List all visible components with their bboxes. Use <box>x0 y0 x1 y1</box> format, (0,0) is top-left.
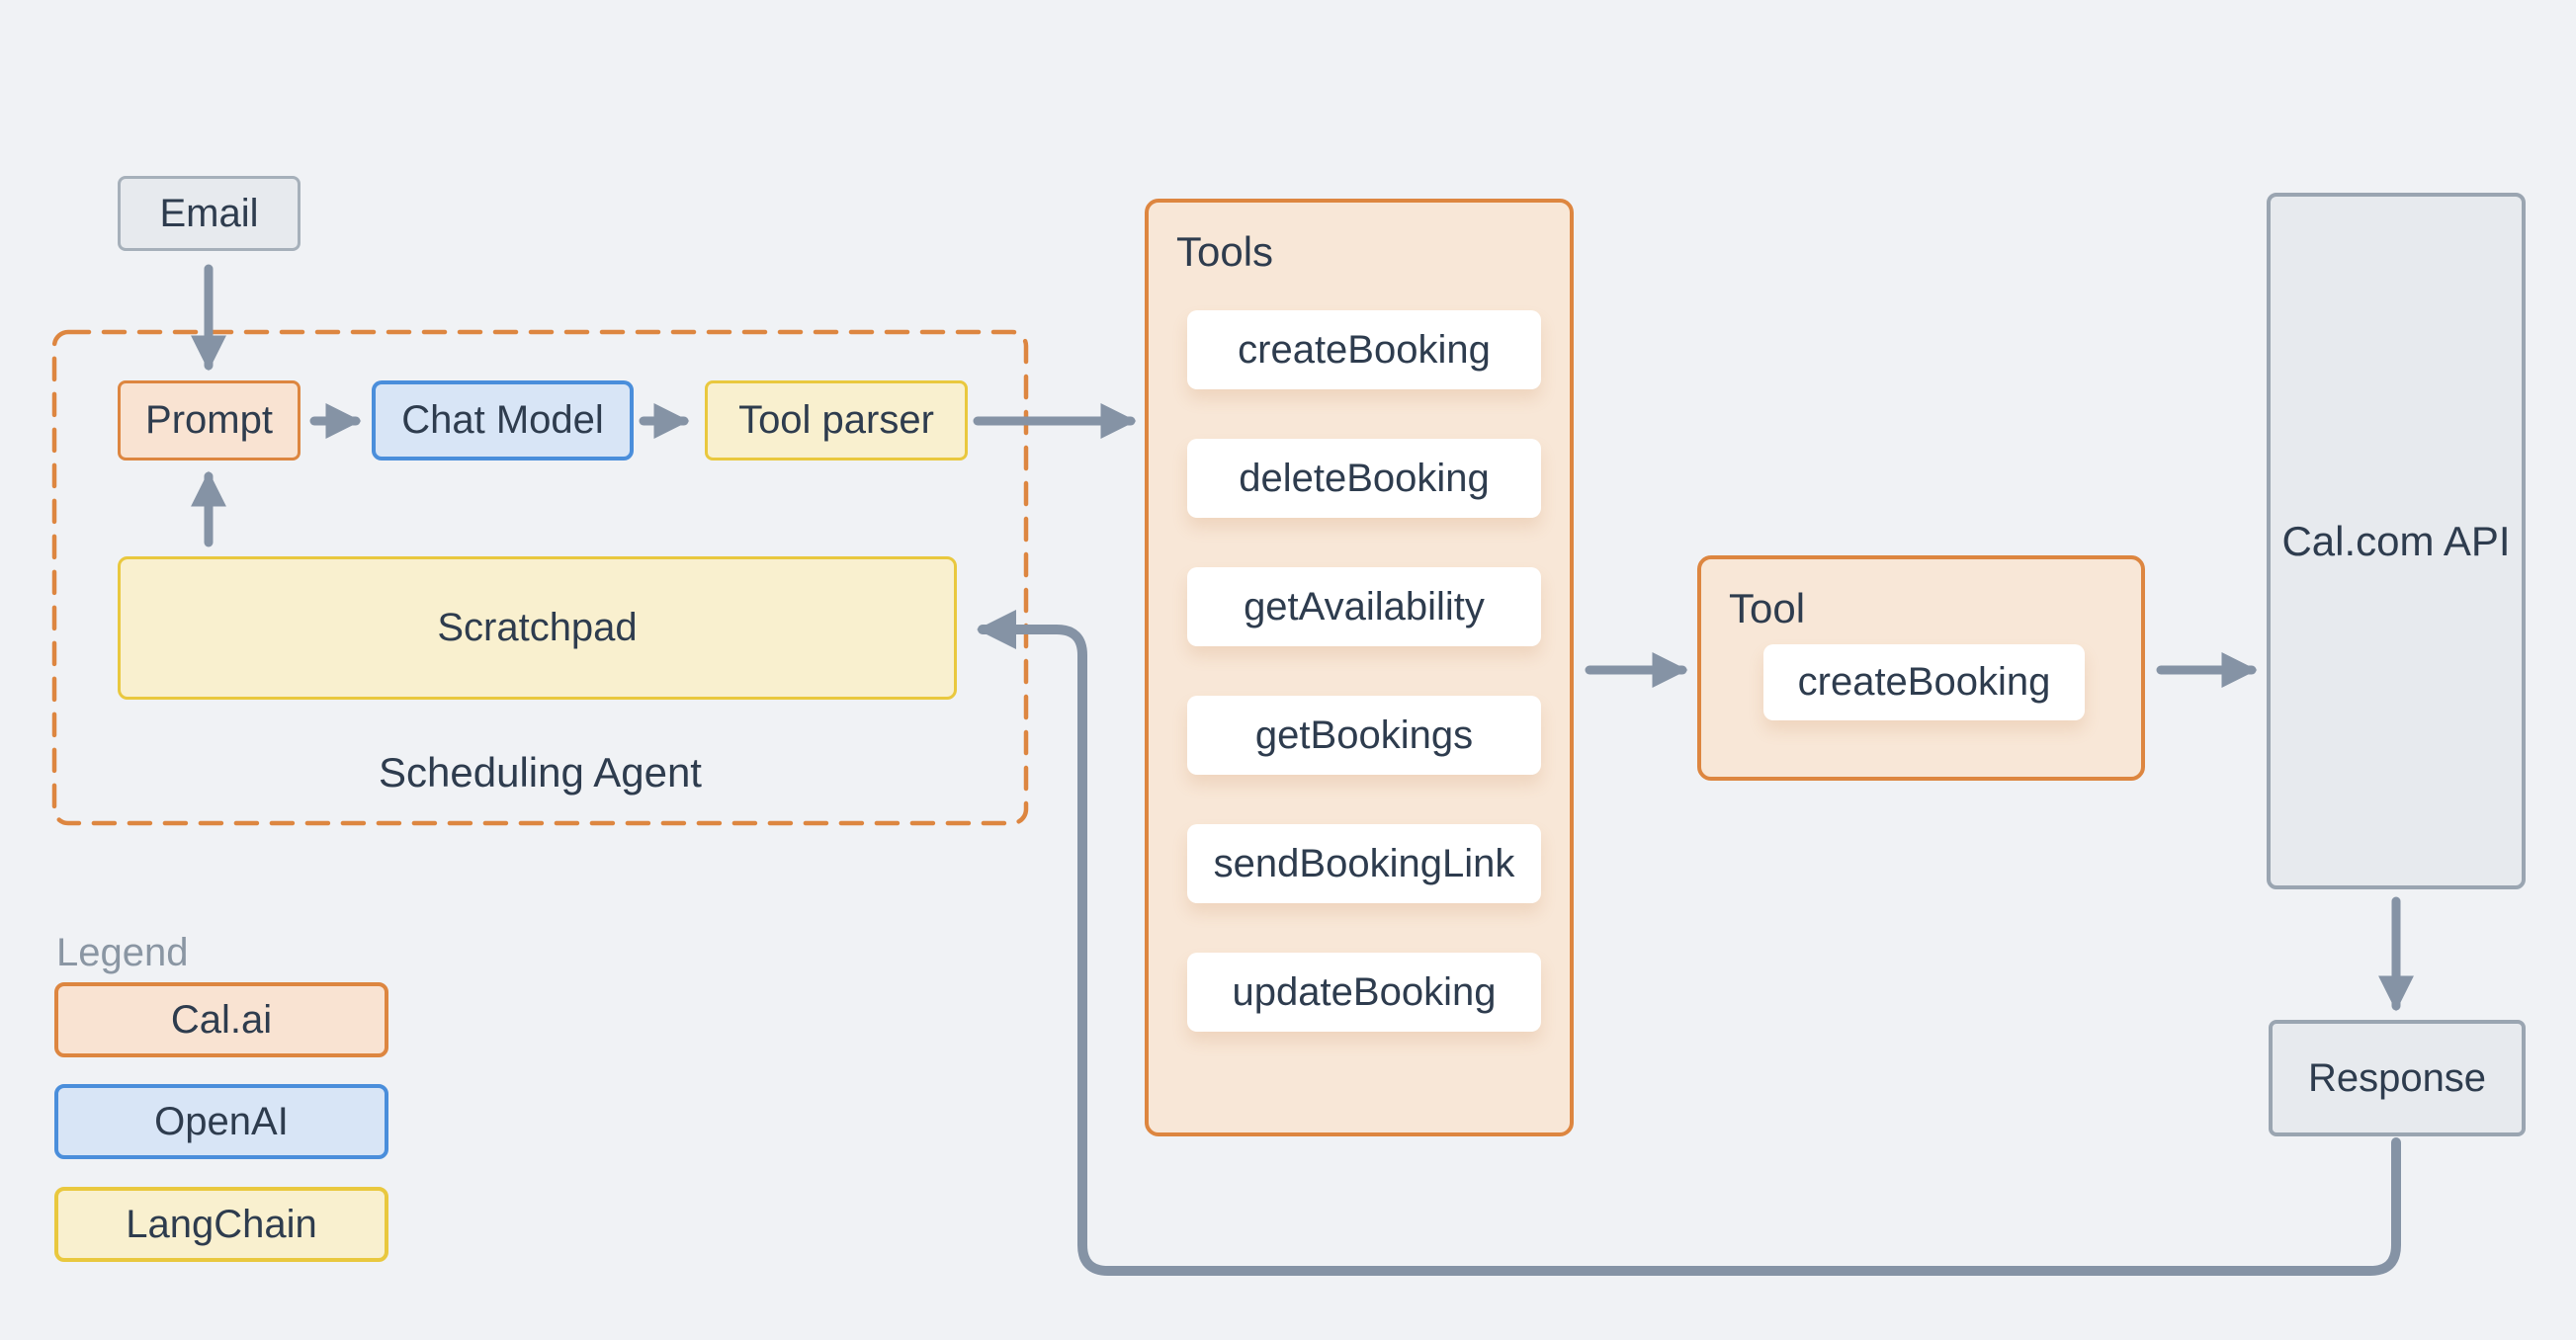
tool-panel-title: Tool <box>1729 585 1806 631</box>
tools-panel: Tools createBooking deleteBooking getAva… <box>1145 199 1574 1136</box>
legend-item-openai: OpenAI <box>54 1084 388 1159</box>
chat-model-node: Chat Model <box>372 380 634 461</box>
tool-item-getBookings: getBookings <box>1187 696 1541 775</box>
tool-item-deleteBooking: deleteBooking <box>1187 439 1541 518</box>
scheduling-agent-dashed-border <box>51 329 1029 826</box>
prompt-label: Prompt <box>145 398 273 442</box>
tool-item-getAvailability: getAvailability <box>1187 567 1541 646</box>
tool-panel: Tool createBooking <box>1697 555 2145 781</box>
tool-item-sendBookingLink: sendBookingLink <box>1187 824 1541 903</box>
tools-panel-title: Tools <box>1176 228 1274 275</box>
tool-parser-node: Tool parser <box>705 380 968 461</box>
legend-langchain-label: LangChain <box>126 1202 317 1246</box>
legend-openai-label: OpenAI <box>154 1099 289 1143</box>
email-label: Email <box>159 191 259 235</box>
prompt-node: Prompt <box>118 380 301 461</box>
response-label: Response <box>2307 1055 2487 1100</box>
legend-calai-label: Cal.ai <box>170 997 273 1042</box>
legend-item-calai: Cal.ai <box>54 982 388 1057</box>
email-node: Email <box>118 176 301 251</box>
calcom-api-node: Cal.com API <box>2267 193 2526 889</box>
calcom-api-label: Cal.com API <box>2281 517 2511 564</box>
selected-tool-createBooking: createBooking <box>1763 644 2085 720</box>
scheduling-agent-label: Scheduling Agent <box>379 749 702 796</box>
response-node: Response <box>2269 1020 2526 1136</box>
scratchpad-node: Scratchpad <box>118 556 957 700</box>
scratchpad-label: Scratchpad <box>437 606 638 649</box>
tool-parser-label: Tool parser <box>738 398 934 442</box>
tool-item-updateBooking: updateBooking <box>1187 953 1541 1032</box>
legend-item-langchain: LangChain <box>54 1187 388 1262</box>
chat-model-label: Chat Model <box>401 398 604 442</box>
tool-item-createBooking: createBooking <box>1187 310 1541 389</box>
arrow-response-to-scratchpad <box>977 610 2401 1276</box>
legend-title: Legend <box>56 931 189 974</box>
